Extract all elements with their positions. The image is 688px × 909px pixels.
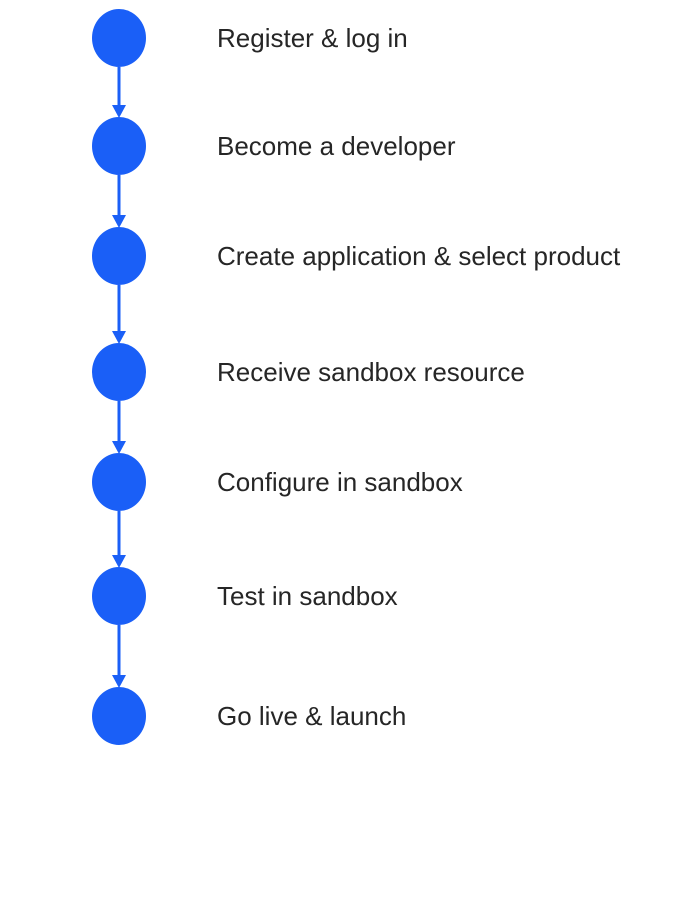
step-label-test-sandbox: Test in sandbox [217, 581, 398, 611]
step-node [92, 227, 146, 285]
step-label-receive-sandbox: Receive sandbox resource [217, 357, 525, 387]
step-node [92, 567, 146, 625]
step-node [92, 453, 146, 511]
step-node [92, 687, 146, 745]
arrow-down-icon [112, 215, 126, 228]
arrow-down-icon [112, 331, 126, 344]
step-label-register: Register & log in [217, 23, 408, 53]
step-label-become-developer: Become a developer [217, 131, 456, 161]
arrow-down-icon [112, 105, 126, 118]
step-label-go-live: Go live & launch [217, 701, 407, 731]
step-node [92, 117, 146, 175]
step-label-configure-sandbox: Configure in sandbox [217, 467, 463, 497]
arrow-down-icon [112, 555, 126, 568]
arrow-down-icon [112, 675, 126, 688]
step-node [92, 9, 146, 67]
step-label-create-application: Create application & select product [217, 241, 621, 271]
arrow-down-icon [112, 441, 126, 454]
step-node [92, 343, 146, 401]
